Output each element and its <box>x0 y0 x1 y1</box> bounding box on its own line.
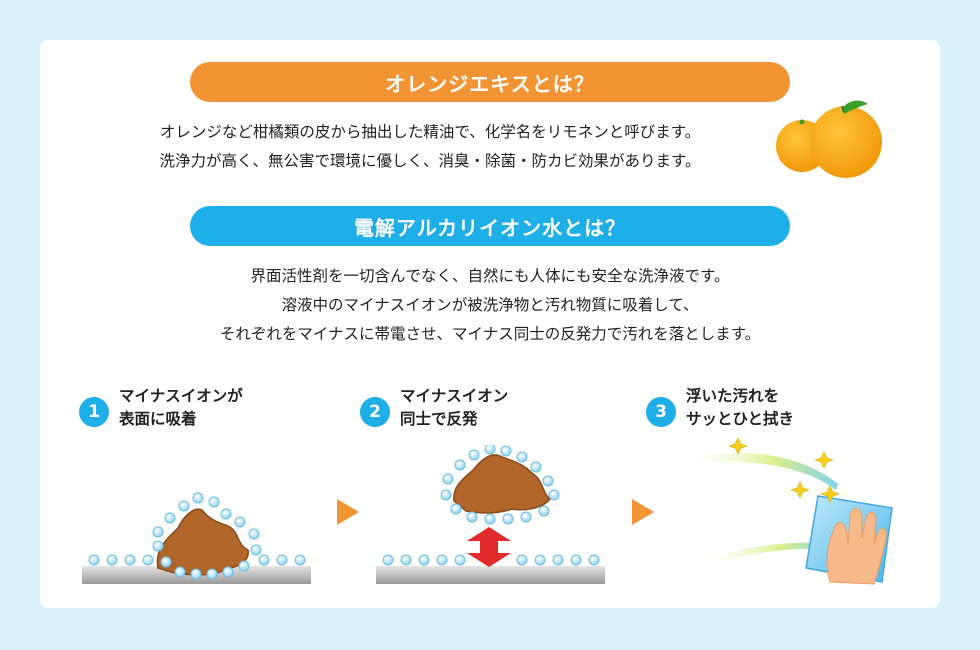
orange-extract-title: オレンジエキスとは？ <box>190 62 790 102</box>
step-1-line-2: 表面に吸着 <box>119 410 197 428</box>
alkaline-water-title: 電解アルカリイオン水とは？ <box>190 206 790 246</box>
step-2-line-2: 同士で反発 <box>400 410 478 428</box>
step-3-line-1: 浮いた汚れを <box>686 387 780 405</box>
water-line-1: 界面活性剤を一切含んでなく、自然にも人体にも安全な洗浄液です。 <box>250 267 730 285</box>
step-1-number: 1 <box>79 397 109 427</box>
double-arrow-icon <box>467 527 511 567</box>
step-3-number: 3 <box>646 397 676 427</box>
alkaline-water-description: 界面活性剤を一切含んでなく、自然にも人体にも安全な洗浄液です。 溶液中のマイナス… <box>0 262 980 349</box>
sparkle-icon <box>728 437 840 503</box>
step-2-label: マイナスイオン 同士で反発 <box>400 385 590 431</box>
step-2-line-1: マイナスイオン <box>400 387 509 405</box>
triangle-right-icon <box>632 499 654 525</box>
orange-line-2: 洗浄力が高く、無公害で環境に優しく、消臭・除菌・防カビ効果があります。 <box>159 152 701 170</box>
orange-fruit-icon <box>776 100 882 178</box>
water-line-2: 溶液中のマイナスイオンが被洗浄物と汚れ物質に吸着して、 <box>281 296 699 314</box>
hand-wiping-icon <box>805 495 893 585</box>
step-2-number: 2 <box>360 397 390 427</box>
orange-line-1: オレンジなど柑橘類の皮から抽出した精油で、化学名をリモネンと呼びます。 <box>159 123 701 141</box>
step-1-illustration <box>82 492 311 584</box>
step-2-illustration <box>376 445 605 584</box>
orange-extract-description: オレンジなど柑橘類の皮から抽出した精油で、化学名をリモネンと呼びます。 洗浄力が… <box>0 118 920 176</box>
step-3-line-2: サッとひと拭き <box>686 410 795 428</box>
triangle-right-icon <box>337 499 359 525</box>
water-line-3: それぞれをマイナスに帯電させ、マイナス同士の反発力で汚れを落とします。 <box>219 325 761 343</box>
step-1-label: マイナスイオンが 表面に吸着 <box>119 385 309 431</box>
step-1-line-1: マイナスイオンが <box>119 387 243 405</box>
step-3-label: 浮いた汚れを サッとひと拭き <box>686 385 876 431</box>
step-3-illustration <box>680 437 893 585</box>
